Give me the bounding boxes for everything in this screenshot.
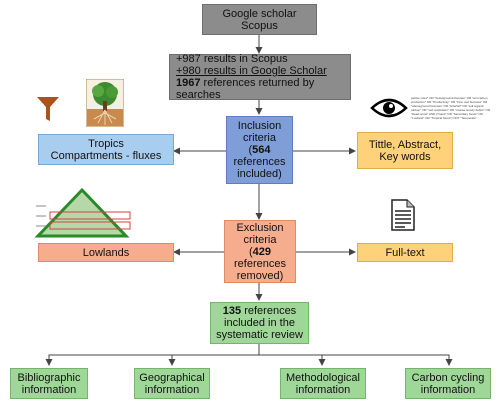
bibliographic-line1: Bibliographic — [17, 371, 81, 384]
methodological-line1: Methodological — [286, 371, 360, 384]
final-included-box: 135 references included in the systemati… — [210, 302, 309, 344]
inclusion-line2: criteria — [242, 132, 276, 144]
tropics-line2: Compartments - fluxes — [50, 149, 162, 162]
exclusion-rest2: removed) — [236, 269, 284, 282]
tree-soil-icon — [86, 79, 124, 127]
title-abstract-line2: Key words — [379, 150, 431, 163]
document-icon — [391, 199, 415, 231]
exclusion-count: (429 — [248, 245, 272, 258]
full-text-box: Full-text — [357, 243, 453, 262]
sources-box: Google scholar Scopus — [202, 4, 317, 35]
eye-icon — [370, 98, 408, 118]
total-rest: references returned by searches — [176, 77, 315, 101]
final-number: 135 — [222, 305, 242, 317]
inclusion-rest2: included) — [237, 168, 282, 180]
exclusion-number: 429 — [252, 245, 272, 258]
total-references: 1967 references returned by searches — [176, 77, 350, 101]
category-carbon-cycling: Carbon cycling information — [405, 368, 491, 399]
exclusion-line2: criteria — [243, 233, 277, 246]
title-abstract-box: Tittle, Abstract, Key words — [357, 132, 453, 169]
sources-line2: Scopus — [241, 19, 278, 32]
scholar-results: +980 results in Google Scholar — [176, 65, 327, 77]
connector-final-to-categories — [45, 344, 260, 366]
inclusion-criteria-box: Inclusion criteria (564 references inclu… — [226, 116, 293, 184]
final-rest1: references — [241, 305, 297, 317]
exclusion-line1: Exclusion — [236, 221, 284, 234]
geographical-line1: Geographical — [139, 371, 205, 384]
total-number: 1967 — [176, 77, 201, 89]
inclusion-line1: Inclusion — [237, 120, 282, 132]
inclusion-count: (564 — [248, 144, 271, 156]
keyword-snippet: (active roles* OR "belowground biomass" … — [411, 96, 491, 120]
full-text-label: Full-text — [385, 246, 425, 259]
carbon-line2: information — [420, 383, 476, 396]
final-line2: included in the — [224, 317, 295, 329]
scopus-results: +987 results in Scopus — [176, 53, 288, 65]
exclusion-criteria-box: Exclusion criteria (429 references remov… — [224, 220, 296, 283]
bibliographic-line2: information — [21, 383, 77, 396]
inclusion-rest1: references — [233, 156, 286, 168]
category-methodological: Methodological information — [280, 368, 366, 399]
tropics-compartments-box: Tropics Compartments - fluxes — [38, 134, 174, 165]
lowlands-label: Lowlands — [82, 246, 130, 259]
connector-to-carbon — [259, 354, 453, 366]
category-bibliographic: Bibliographic information — [10, 368, 88, 399]
sources-line1: Google scholar — [222, 7, 297, 20]
title-abstract-line1: Tittle, Abstract, — [368, 138, 442, 151]
category-geographical: Geographical information — [134, 368, 210, 399]
lowlands-box: Lowlands — [38, 243, 174, 262]
exclusion-rest1: references — [234, 257, 286, 270]
carbon-line1: Carbon cycling — [411, 371, 485, 384]
funnel-icon — [37, 97, 59, 121]
elevation-mountain-icon — [34, 187, 131, 238]
search-results-box: +987 results in Scopus +980 results in G… — [169, 53, 351, 101]
tropics-line1: Tropics — [88, 137, 124, 150]
geographical-line2: information — [144, 383, 200, 396]
final-line3: systematic review — [216, 329, 303, 341]
methodological-line2: information — [295, 383, 351, 396]
final-line1: 135 references — [223, 305, 296, 317]
inclusion-number: 564 — [252, 144, 271, 156]
